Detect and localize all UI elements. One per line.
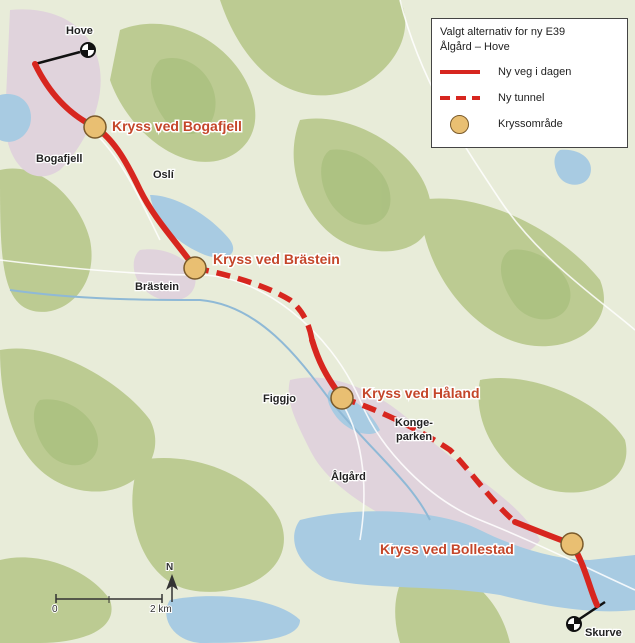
water-bodies	[0, 94, 635, 643]
hove-connector	[34, 50, 81, 66]
legend-item-tunnel: Ny tunnel	[440, 89, 544, 107]
junction-bollestad	[560, 532, 584, 556]
tunnel-haland-bollestad	[341, 395, 517, 525]
place-skurve: Skurve	[585, 627, 622, 639]
dense-forest	[33, 58, 571, 466]
junction-haland	[330, 386, 354, 410]
junction-markers	[83, 115, 584, 556]
legend-label-junction: Kryssområde	[498, 118, 563, 130]
junction-label-bogafjell: Kryss ved Bogafjell	[112, 118, 242, 134]
place-bogafjell: Bogafjell	[36, 153, 82, 165]
junction-bogafjell	[83, 115, 107, 139]
scale-start-label: 0	[52, 604, 58, 615]
tunnel-brastein	[194, 265, 315, 341]
skurve-connector	[574, 600, 606, 624]
north-label: N	[166, 562, 173, 573]
legend-solid-line-icon	[440, 63, 488, 81]
legend-title-line-2: Ålgård – Hove	[440, 41, 510, 53]
junction-label-bollestad: Kryss ved Bollestad	[380, 541, 514, 557]
junction-label-haland: Kryss ved Håland	[362, 385, 480, 401]
legend-item-junction: Kryssområde	[440, 114, 563, 134]
legend-label-road: Ny veg i dagen	[498, 66, 572, 78]
crosshair-circle-icon	[80, 42, 96, 58]
junction-label-brastein: Kryss ved Brästein	[213, 251, 340, 267]
river	[9, 289, 431, 521]
scale-end-label: 2 km	[150, 604, 172, 615]
place-brastein: Brästein	[135, 281, 179, 293]
new-tunnels	[194, 265, 517, 525]
north-arrow-icon	[166, 574, 178, 602]
place-hove: Hove	[66, 25, 93, 37]
place-figgjo: Figgjo	[263, 393, 296, 405]
scale-bar	[55, 594, 163, 603]
legend-label-tunnel: Ny tunnel	[498, 92, 545, 104]
road-segment-hove-brastein	[32, 61, 198, 271]
crosshair-circle-icon	[566, 616, 582, 632]
legend-title-line-1: Valgt alternativ for ny E39	[440, 26, 566, 38]
map-legend: Valgt alternativ for ny E39 Ålgård – Hov…	[431, 18, 628, 148]
place-kongeparken-1: Konge-	[395, 417, 433, 429]
legend-item-road: Ny veg i dagen	[440, 63, 571, 81]
legend-circle-icon	[440, 114, 488, 134]
legend-dashed-line-icon	[440, 89, 488, 107]
place-algard: Ålgård	[331, 470, 366, 483]
place-osli: Oslí	[153, 169, 175, 181]
junction-brastein	[183, 256, 207, 280]
place-kongeparken-2: parken	[396, 431, 432, 443]
